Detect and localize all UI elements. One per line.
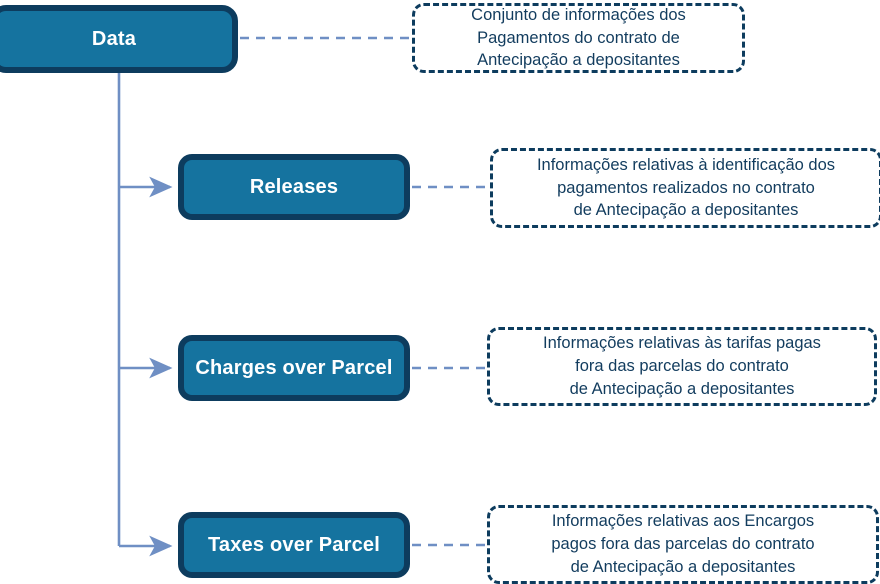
node-data-label: Data	[91, 27, 137, 50]
node-taxes-over-parcel-label: Taxes over Parcel	[207, 533, 381, 556]
node-charges-over-parcel[interactable]: Charges over Parcel	[178, 335, 410, 401]
note-charges-over-parcel-text: Informações relativas às tarifas pagas f…	[543, 334, 821, 398]
note-taxes-over-parcel: Informações relativas aos Encargos pagos…	[487, 505, 879, 584]
node-charges-over-parcel-label: Charges over Parcel	[195, 356, 393, 379]
node-releases[interactable]: Releases	[178, 154, 410, 220]
note-data: Conjunto de informações dos Pagamentos d…	[412, 3, 745, 73]
note-data-text: Conjunto de informações dos Pagamentos d…	[471, 5, 686, 70]
node-releases-label: Releases	[249, 175, 339, 198]
node-data[interactable]: Data	[0, 5, 238, 73]
note-releases: Informações relativas à identificação do…	[490, 148, 880, 228]
note-charges-over-parcel: Informações relativas às tarifas pagas f…	[487, 327, 877, 406]
node-taxes-over-parcel[interactable]: Taxes over Parcel	[178, 512, 410, 578]
note-releases-text: Informações relativas à identificação do…	[536, 155, 836, 220]
note-taxes-over-parcel-text: Informações relativas aos Encargos pagos…	[551, 512, 815, 576]
